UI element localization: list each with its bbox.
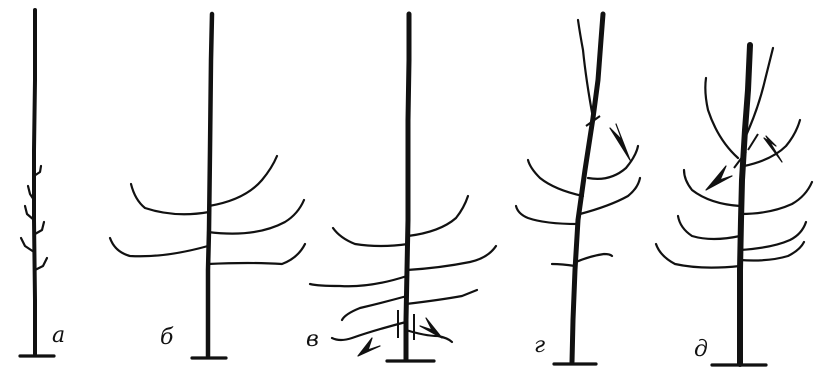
- panel-a-bud-5: [21, 238, 34, 252]
- panel-v-branch-8: [406, 330, 452, 342]
- panel-g-tree: г: [516, 14, 640, 364]
- panel-v-branch-3: [407, 246, 496, 270]
- panel-g-branch-3: [580, 178, 640, 214]
- panel-a-tree: а: [20, 10, 65, 356]
- panel-d-branch-2: [684, 170, 740, 206]
- panel-b-branch-2: [209, 156, 277, 206]
- panel-d-leader-left: [705, 78, 738, 158]
- panel-d-branch-6: [656, 244, 740, 268]
- panel-g-branch-5: [576, 254, 612, 262]
- panel-v-trunk: [406, 14, 409, 360]
- panel-v-branch-6: [406, 290, 477, 304]
- panel-b-branch-3: [208, 200, 304, 234]
- panel-g-label: г: [534, 333, 545, 358]
- panel-a-bud-6: [35, 258, 47, 270]
- panel-g-branch-2: [528, 160, 583, 196]
- panel-d-cut-mark-2: [748, 134, 758, 150]
- panel-v-branch-2: [408, 196, 468, 236]
- panel-a-label: а: [52, 323, 65, 348]
- panel-d-branch-3: [741, 182, 812, 214]
- panel-b-label: б: [160, 325, 174, 350]
- panel-v-branch-7: [332, 322, 406, 340]
- panel-v-branch-4: [310, 276, 407, 286]
- panel-d-tree: д: [656, 45, 812, 365]
- panel-g-trunk: [572, 14, 603, 362]
- panel-a-trunk: [34, 10, 35, 354]
- panel-v-arrow-left: [358, 338, 380, 356]
- panel-b-branch-1: [131, 184, 209, 214]
- panel-d-arrow-left: [706, 166, 732, 190]
- panel-g-arrow: [610, 124, 630, 160]
- panel-g-branch-1: [588, 146, 638, 179]
- panel-v-label: в: [306, 327, 319, 352]
- panel-d-trunk: [740, 45, 750, 364]
- panel-b-tree: б: [110, 14, 305, 358]
- panel-g-branch-6: [552, 264, 575, 266]
- panel-g-leader-left: [578, 20, 593, 118]
- panel-b-branch-5: [208, 244, 305, 264]
- panel-b-trunk: [208, 14, 212, 356]
- panel-v-branch-1: [333, 228, 408, 246]
- panel-b-branch-4: [110, 238, 208, 256]
- panel-d-label: д: [694, 337, 708, 362]
- panel-g-branch-4: [516, 206, 578, 224]
- panel-a-bud-4: [35, 222, 44, 234]
- panel-v-tree: в: [306, 14, 496, 361]
- panel-d-branch-5: [740, 222, 806, 250]
- panel-d-branch-4: [678, 216, 740, 239]
